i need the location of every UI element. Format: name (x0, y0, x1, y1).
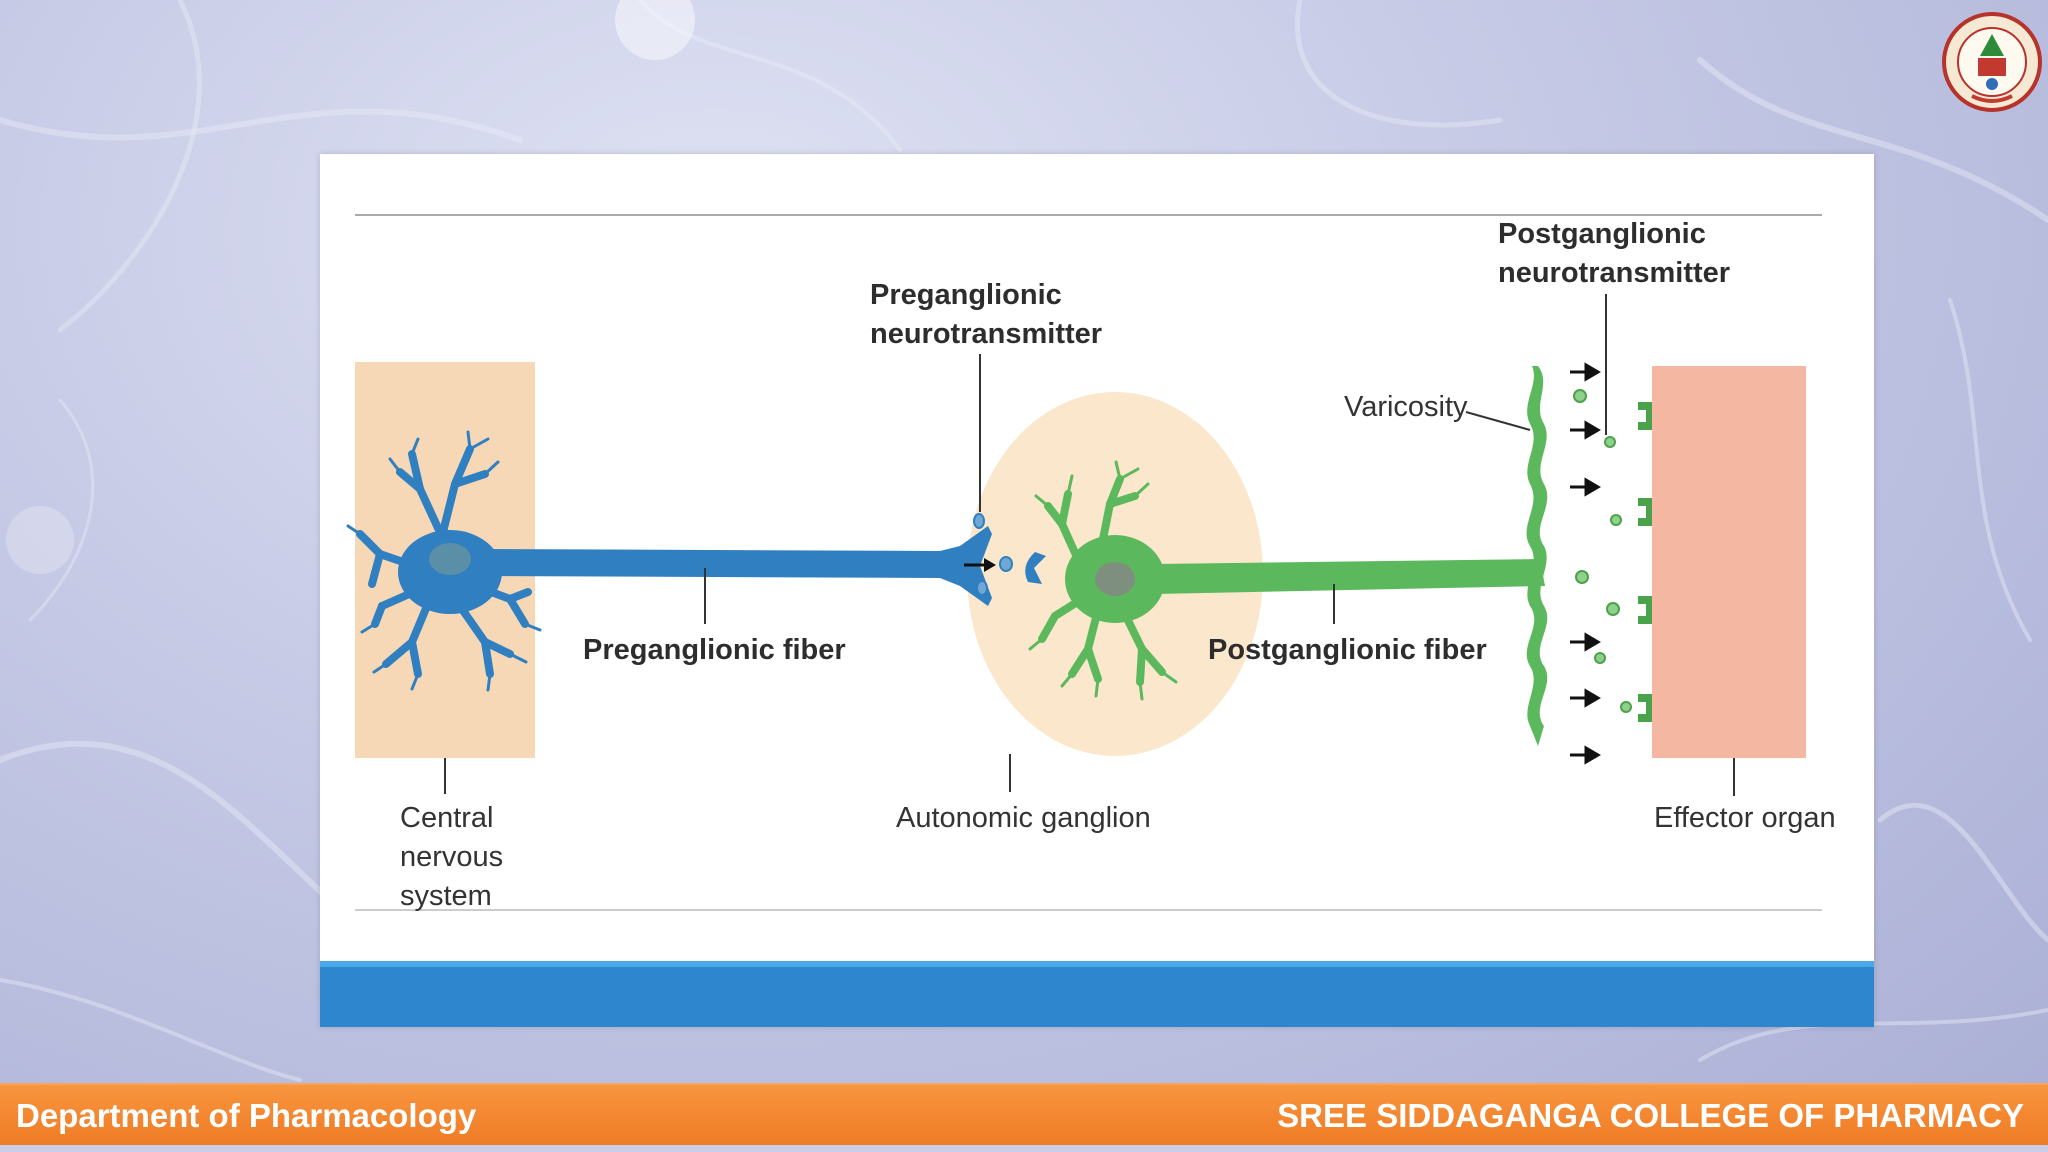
leader-lines (444, 294, 1735, 796)
preganglionic-arrow (964, 558, 996, 572)
cns-label-line2: nervous (400, 841, 503, 873)
postganglionic-release-arrows (1570, 362, 1601, 765)
footer-bar: Department of Pharmacology SREE SIDDAGAN… (0, 1083, 2048, 1147)
preganglionic-neuron (346, 430, 992, 692)
bottom-band-highlight (320, 961, 1874, 967)
effector-receptors (1638, 402, 1652, 722)
effector-organ-label: Effector organ (1654, 802, 1836, 834)
cns-label-line1: Central (400, 802, 494, 834)
diagram-panel: Preganglionic neurotransmitter Postgangl… (320, 154, 1874, 1027)
varicosity-label: Varicosity (1344, 391, 1468, 423)
preganglionic-neurotransmitter-label-line2: neurotransmitter (870, 318, 1102, 350)
postganglionic-neurotransmitter-label-line2: neurotransmitter (1498, 257, 1730, 289)
footer-strip (0, 1145, 2048, 1152)
preganglionic-fiber-label: Preganglionic fiber (583, 634, 846, 666)
college-seal-icon (1942, 12, 2042, 112)
college-name: SREE SIDDAGANGA COLLEGE OF PHARMACY (1277, 1097, 2024, 1134)
department-name: Department of Pharmacology (16, 1097, 477, 1134)
preganglionic-neurotransmitter-label-line1: Preganglionic (870, 279, 1062, 311)
cns-label-line3: system (400, 880, 492, 912)
preganglionic-neurotransmitter-molecules (973, 513, 1013, 596)
postganglionic-neuron (1028, 366, 1548, 746)
preganglionic-receptor (1025, 552, 1046, 584)
bottom-band (320, 961, 1874, 1027)
postganglionic-neurotransmitter-label-line1: Postganglionic (1498, 218, 1706, 250)
effector-organ (1652, 366, 1806, 758)
postganglionic-fiber-label: Postganglionic fiber (1208, 634, 1487, 666)
autonomic-ganglion-label: Autonomic ganglion (896, 802, 1151, 834)
postganglionic-neurotransmitter-molecules (1573, 389, 1632, 713)
autonomic-pathway-diagram: Preganglionic neurotransmitter Postgangl… (320, 214, 1874, 1027)
